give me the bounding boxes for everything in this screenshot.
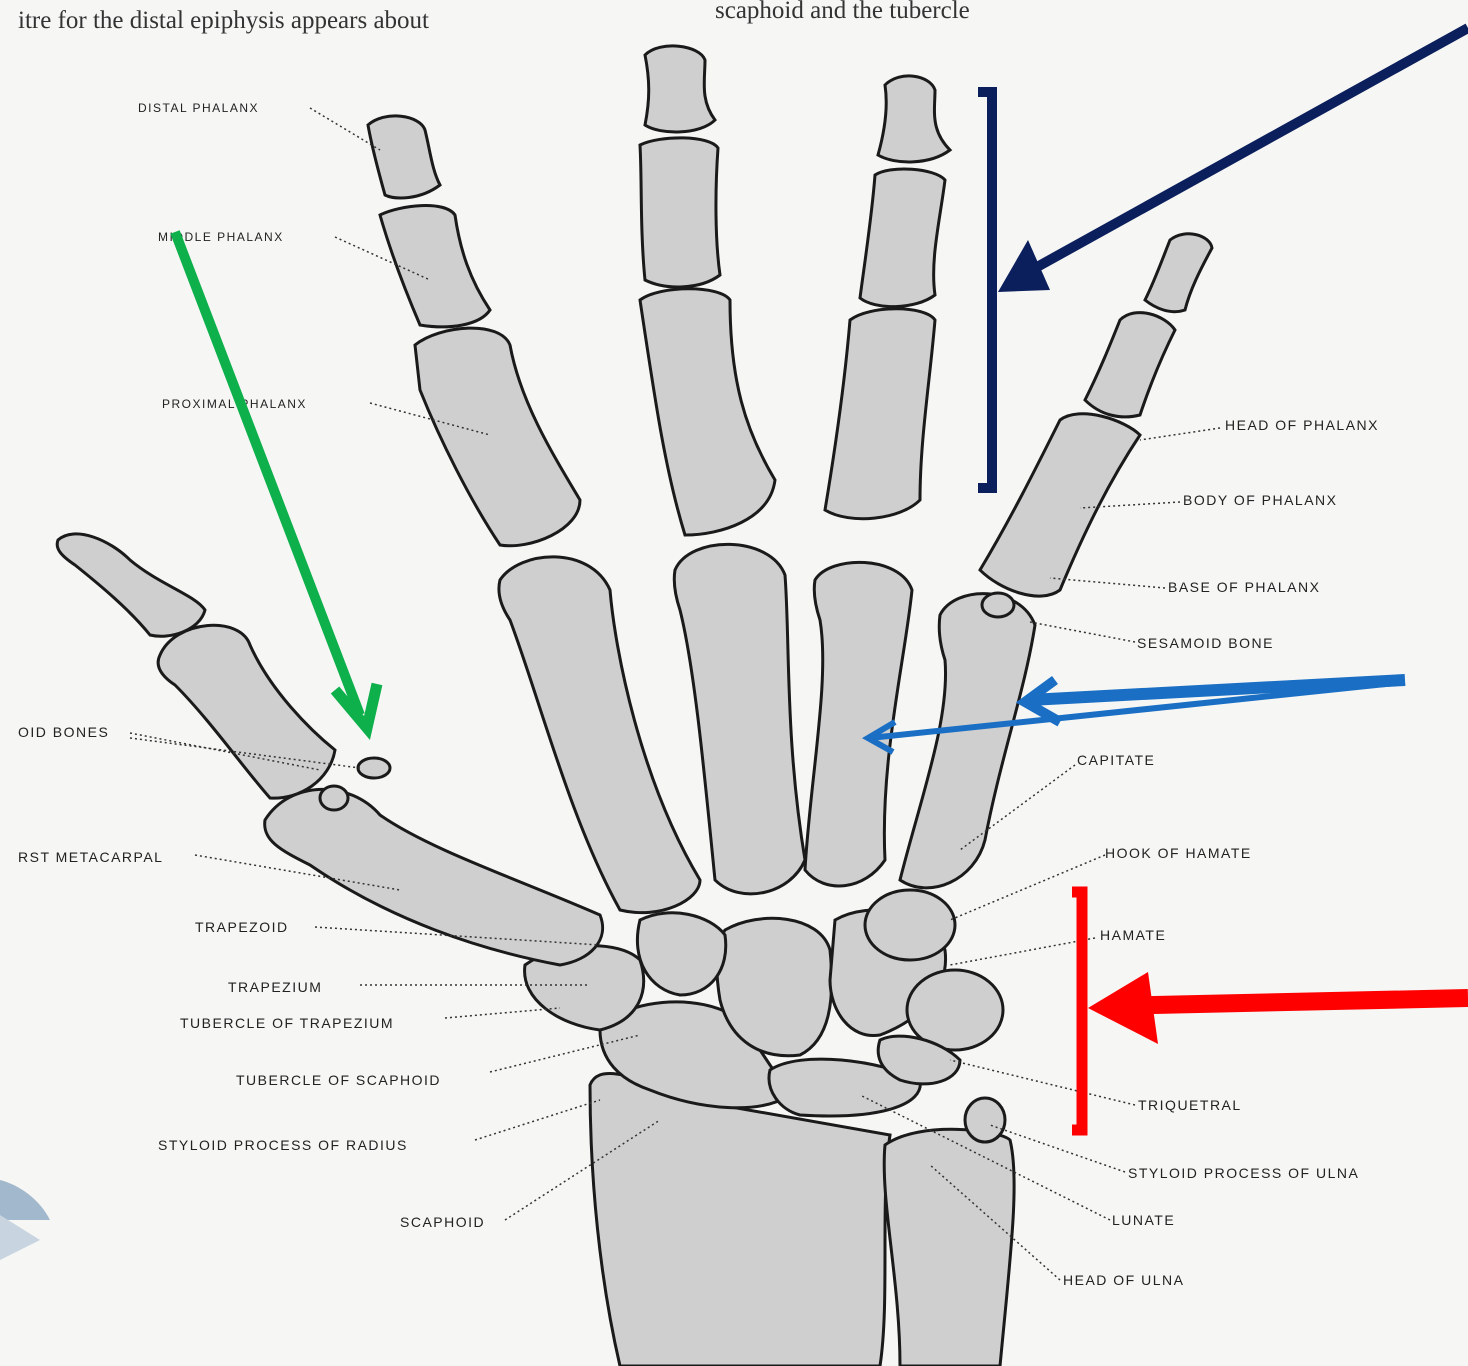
label-triquetral: TRIQUETRAL — [1138, 1097, 1242, 1113]
labels: DISTAL PHALANX MIDDLE PHALANX PROXIMAL P… — [18, 101, 1379, 1288]
middle-distal-phalanx — [643, 44, 717, 134]
label-capitate: CAPITATE — [1077, 752, 1155, 768]
middle-metacarpal — [672, 542, 807, 896]
middle-middle-phalanx — [638, 136, 722, 289]
trapezoid-bone — [635, 911, 728, 997]
page-text-top-right: scaphoid and the tubercle — [715, 0, 970, 24]
thumb-proximal-phalanx — [156, 623, 337, 800]
label-trapezium: TRAPEZIUM — [228, 979, 322, 995]
pisiform-bone — [905, 968, 1005, 1052]
navy-bracket-arrow — [978, 23, 1468, 493]
little-distal-phalanx — [1143, 232, 1214, 314]
label-trapezoid: TRAPEZOID — [195, 919, 289, 935]
ulna-bone — [882, 1127, 1016, 1366]
green-arrow — [170, 230, 383, 740]
ring-proximal-phalanx — [823, 307, 937, 521]
little-middle-phalanx — [1083, 311, 1177, 419]
label-tubercle-of-scaphoid: TUBERCLE OF SCAPHOID — [236, 1072, 441, 1088]
middle-proximal-phalanx — [638, 287, 777, 537]
thumb-distal-phalanx — [55, 532, 207, 638]
label-hook-of-hamate: HOOK OF HAMATE — [1105, 845, 1252, 861]
slide-corner-decoration — [0, 1180, 50, 1260]
first-metacarpal-bone — [263, 787, 605, 967]
blue-arrows — [861, 674, 1406, 755]
red-bracket-arrow — [1072, 886, 1468, 1136]
lunate-bone — [767, 1057, 922, 1118]
label-sesamoid-bone: SESAMOID BONE — [1137, 635, 1274, 651]
label-base-of-phalanx: BASE OF PHALANX — [1168, 579, 1320, 595]
sesamoid-2 — [356, 756, 392, 780]
index-proximal-phalanx — [413, 326, 582, 548]
label-distal-phalanx: DISTAL PHALANX — [138, 101, 259, 115]
sesamoid-bone — [980, 591, 1016, 619]
capitate-bone — [715, 916, 834, 1058]
leader-lines — [129, 107, 1221, 1281]
label-head-of-phalanx: HEAD OF PHALANX — [1225, 417, 1379, 433]
ring-distal-phalanx — [876, 74, 953, 164]
label-first-metacarpal: RST METACARPAL — [18, 849, 163, 865]
page-text-top-left: itre for the distal epiphysis appears ab… — [18, 7, 429, 34]
hook-of-hamate — [863, 888, 957, 962]
label-hamate: HAMATE — [1100, 927, 1166, 943]
label-sesamoid-bones: OID BONES — [18, 724, 109, 740]
label-proximal-phalanx: PROXIMAL PHALANX — [162, 397, 307, 411]
label-head-of-ulna: HEAD OF ULNA — [1063, 1272, 1184, 1288]
label-styloid-process-of-radius: STYLOID PROCESS OF RADIUS — [158, 1137, 408, 1153]
ring-middle-phalanx — [858, 167, 947, 309]
annotation-arrows — [170, 23, 1468, 1136]
label-scaphoid: SCAPHOID — [400, 1214, 485, 1230]
little-proximal-phalanx — [978, 412, 1142, 598]
index-middle-phalanx — [378, 204, 492, 329]
ulna-styloid — [963, 1096, 1007, 1144]
little-metacarpal — [898, 592, 1037, 890]
ring-metacarpal — [803, 560, 914, 888]
label-body-of-phalanx: BODY OF PHALANX — [1183, 492, 1338, 508]
sesamoid-1 — [318, 784, 350, 812]
label-lunate: LUNATE — [1112, 1212, 1175, 1228]
radius-bone — [588, 1072, 892, 1366]
index-metacarpal — [497, 555, 702, 915]
label-middle-phalanx: MIDDLE PHALANX — [158, 230, 284, 244]
bones — [55, 44, 1214, 1366]
index-distal-phalanx — [366, 114, 442, 200]
triquetral-bone — [876, 1034, 962, 1086]
label-tubercle-of-trapezium: TUBERCLE OF TRAPEZIUM — [180, 1015, 394, 1031]
label-styloid-process-of-ulna: STYLOID PROCESS OF ULNA — [1128, 1165, 1359, 1181]
